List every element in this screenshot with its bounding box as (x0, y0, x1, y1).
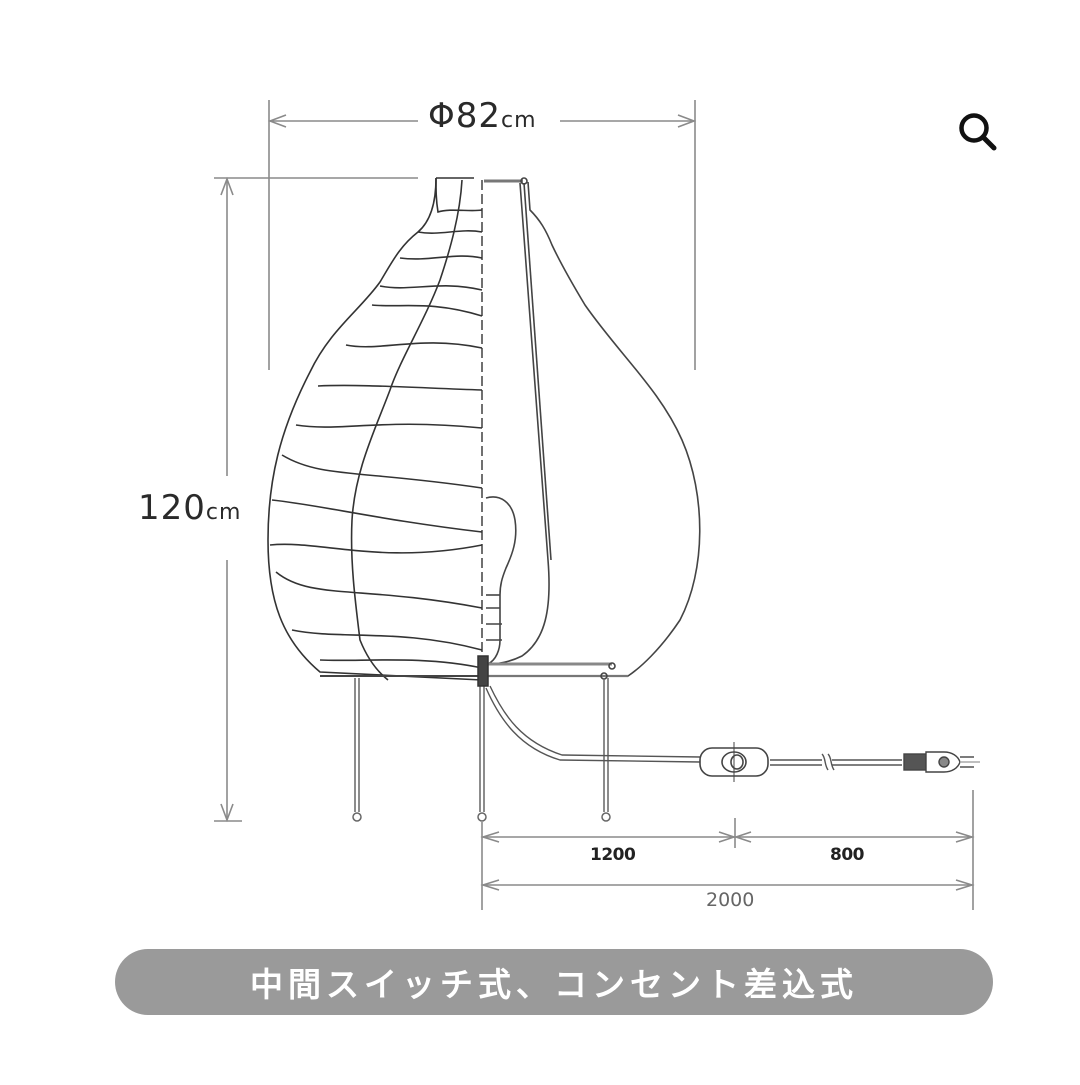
height-unit: cm (205, 500, 242, 525)
diameter-value: 82 (455, 96, 502, 136)
cord-to-switch-length: 1200 (590, 845, 636, 865)
diameter-prefix: Φ (428, 96, 456, 136)
shade-right-half (320, 177, 701, 680)
diameter-label: Φ82cm (418, 96, 547, 136)
power-cord (485, 685, 902, 771)
lamp-legs (352, 655, 611, 822)
zoom-button[interactable] (950, 104, 1006, 160)
diameter-unit: cm (501, 108, 537, 133)
dimension-lines (214, 100, 975, 910)
search-icon (959, 113, 997, 151)
banner-text: 中間スイッチ式、コンセント差込式 (250, 965, 858, 1004)
power-plug (903, 751, 980, 773)
height-label: 120cm (138, 484, 242, 532)
shade-left-half (267, 177, 483, 681)
height-value: 120 (138, 488, 206, 528)
switch-to-plug-length: 800 (830, 845, 865, 865)
inline-switch (699, 742, 769, 782)
switch-type-banner: 中間スイッチ式、コンセント差込式 (115, 949, 993, 1015)
total-cord-length: 2000 (706, 889, 755, 911)
